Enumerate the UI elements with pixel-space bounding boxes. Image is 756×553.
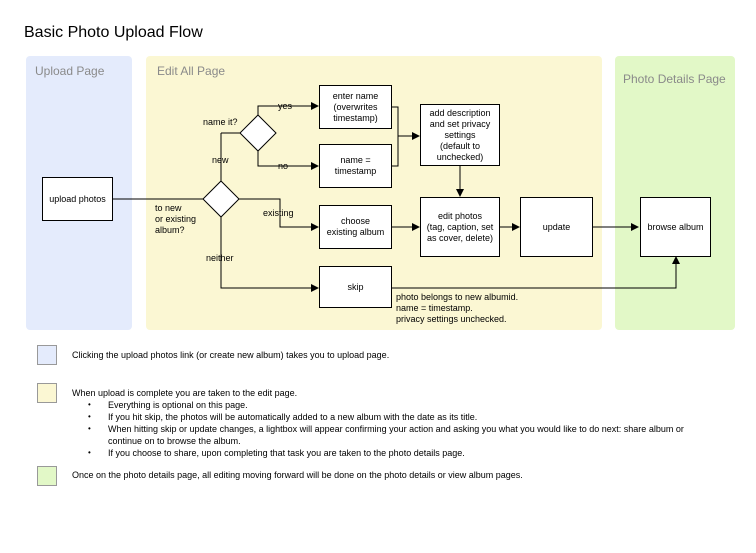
upload-photos-box: upload photos: [42, 177, 113, 221]
legend-edit-bullet: If you hit skip, the photos will be auto…: [88, 411, 718, 423]
existing-label: existing: [263, 208, 294, 218]
legend-upload-swatch: [37, 345, 57, 365]
update-box: update: [520, 197, 593, 257]
no-label: no: [278, 161, 289, 171]
add-description-box: add description and set privacy settings…: [420, 104, 500, 166]
legend-upload-text: Clicking the upload photos link (or crea…: [72, 350, 390, 360]
upload-page-lane-label: Upload Page: [35, 64, 105, 78]
edge-name-merge: [392, 106, 399, 167]
yes-label: yes: [278, 101, 293, 111]
name-it-label: name it?: [203, 117, 238, 127]
skip-note: photo belongs to new albumid. name = tim…: [396, 292, 519, 324]
edge-yes: [257, 102, 319, 115]
to-new-or-existing-label: to new or existing album?: [155, 203, 197, 235]
edit-all-page-lane-label: Edit All Page: [157, 64, 226, 78]
choose-existing-album-box: choose existing album: [319, 205, 392, 249]
enter-name-box: enter name (overwrites timestamp): [319, 85, 392, 129]
page-title: Basic Photo Upload Flow: [24, 24, 203, 41]
legend-edit-bullet: If you choose to share, upon completing …: [88, 447, 718, 459]
legend-edit-text: When upload is complete you are taken to…: [72, 388, 298, 398]
edge-existing: [238, 198, 319, 231]
legend-edit-bullet: When hitting skip or update changes, a l…: [88, 423, 718, 447]
browse-album-box: browse album: [640, 197, 711, 257]
edge-neither: [220, 217, 319, 292]
legend-edit-bullet: Everything is optional on this page.: [88, 399, 718, 411]
new-label: new: [212, 155, 229, 165]
neither-label: neither: [206, 253, 234, 263]
skip-box: skip: [319, 266, 392, 308]
legend-edit-swatch: [37, 383, 57, 403]
legend-edit-bullets: Everything is optional on this page. If …: [88, 399, 718, 459]
edge-skip-to-browse: [392, 256, 680, 289]
photo-details-page-lane-label: Photo Details Page: [623, 72, 726, 86]
decision-new-or-existing: [202, 180, 240, 218]
edit-photos-box: edit photos (tag, caption, set as cover,…: [420, 197, 500, 257]
name-timestamp-box: name = timestamp: [319, 144, 392, 188]
legend-details-text: Once on the photo details page, all edit…: [72, 470, 523, 480]
decision-name-it: [239, 114, 277, 152]
legend-details-swatch: [37, 466, 57, 486]
edge-no: [257, 151, 319, 170]
photo-details-page-lane: [615, 56, 735, 330]
